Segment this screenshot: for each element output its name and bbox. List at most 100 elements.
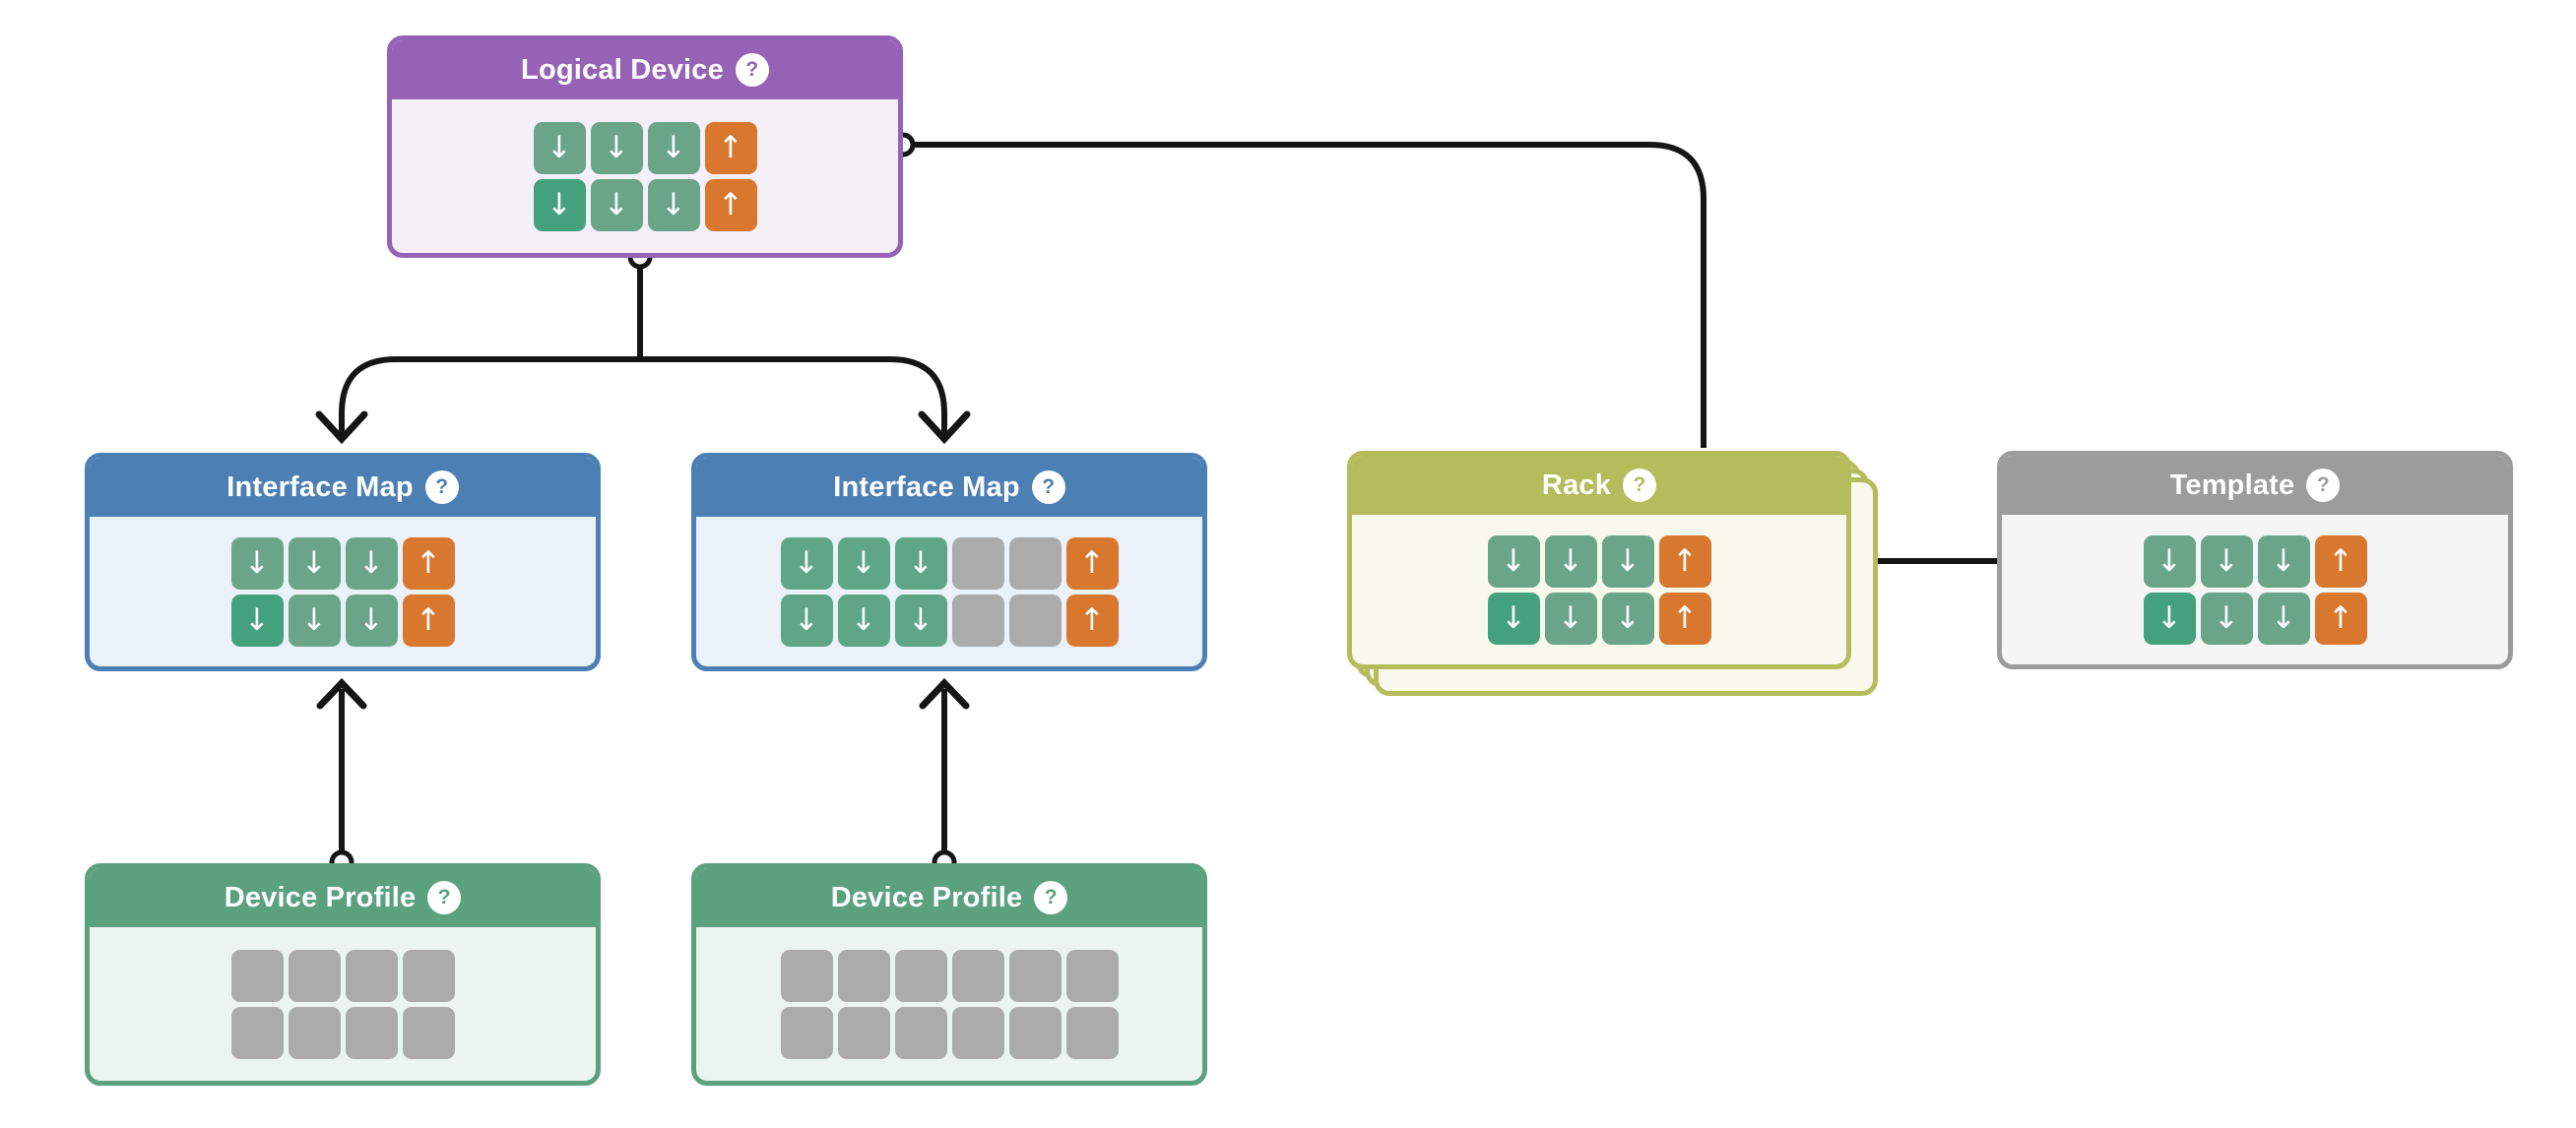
question-mark-glyph: ? — [437, 886, 451, 909]
port-blank-cell — [1008, 1006, 1062, 1059]
node-label: Rack — [1541, 469, 1612, 501]
port-down-cell: ↓ — [647, 121, 700, 174]
port-blank-cell — [894, 949, 947, 1002]
node-card[interactable]: Interface Map ? ↓↓↓↑↓↓↓↑ — [691, 453, 1207, 671]
down-arrow-icon: ↓ — [794, 544, 819, 581]
port-row: ↓↓↓↑ — [2143, 534, 2367, 588]
port-up-cell: ↑ — [1658, 592, 1711, 645]
down-arrow-icon: ↓ — [2157, 599, 2182, 636]
port-row — [230, 1006, 455, 1059]
port-blank-cell — [1065, 1006, 1119, 1059]
down-arrow-icon: ↓ — [244, 601, 270, 638]
up-arrow-icon: ↑ — [1079, 544, 1105, 581]
node-device-profile-2[interactable]: Device Profile ? — [691, 863, 1207, 1086]
question-mark-icon[interactable]: ? — [2306, 469, 2341, 502]
node-header: Template ? — [2002, 456, 2508, 515]
port-down-cell: ↓ — [533, 121, 586, 174]
port-down-cell: ↓ — [230, 536, 284, 590]
up-arrow-icon: ↑ — [2328, 599, 2353, 636]
node-card[interactable]: Logical Device ? ↓↓↓↑↓↓↓↑ — [387, 35, 903, 258]
port-down-cell: ↓ — [837, 594, 890, 647]
question-mark-glyph: ? — [1042, 475, 1056, 498]
port-blank-cell — [1008, 536, 1062, 590]
node-label: Interface Map — [226, 470, 414, 503]
port-down-cell: ↓ — [533, 178, 586, 231]
down-arrow-icon: ↓ — [1501, 599, 1526, 636]
down-arrow-icon: ↓ — [1615, 599, 1641, 636]
port-blank-cell — [951, 1006, 1004, 1059]
down-arrow-icon: ↓ — [661, 129, 686, 165]
port-up-cell: ↑ — [2314, 592, 2367, 645]
question-mark-icon[interactable]: ? — [1031, 470, 1065, 504]
node-card[interactable]: Rack ? ↓↓↓↑↓↓↓↑ — [1347, 451, 1851, 669]
port-row: ↓↓↓↑ — [533, 121, 757, 174]
node-body — [696, 927, 1202, 1081]
port-up-cell: ↑ — [1658, 534, 1711, 588]
port-up-cell: ↑ — [704, 121, 757, 174]
question-mark-glyph: ? — [1633, 473, 1646, 496]
question-mark-icon[interactable]: ? — [1034, 881, 1068, 914]
connector-device-profile-2-to-interface-map-2 — [919, 677, 970, 875]
port-blank-cell — [894, 1006, 947, 1059]
port-down-cell: ↓ — [2200, 592, 2253, 645]
node-card[interactable]: Template ? ↓↓↓↑↓↓↓↑ — [1997, 451, 2513, 669]
question-mark-icon[interactable]: ? — [427, 881, 462, 914]
node-body: ↓↓↓↑↓↓↓↑ — [2002, 515, 2508, 664]
node-card[interactable]: Device Profile ? — [691, 863, 1207, 1086]
node-logical-device[interactable]: Logical Device ? ↓↓↓↑↓↓↓↑ — [387, 35, 903, 258]
connector-device-profile-1-to-interface-map-1 — [316, 677, 367, 875]
node-card[interactable]: Device Profile ? — [85, 863, 601, 1086]
down-arrow-icon: ↓ — [358, 544, 384, 581]
port-down-cell: ↓ — [345, 536, 398, 590]
question-mark-glyph: ? — [745, 58, 759, 81]
arrowhead-icon — [316, 677, 367, 710]
node-card[interactable]: Interface Map ? ↓↓↓↑↓↓↓↑ — [85, 453, 601, 671]
down-arrow-icon: ↓ — [794, 601, 819, 638]
port-blank-cell — [345, 1006, 398, 1059]
question-mark-icon[interactable]: ? — [735, 53, 769, 87]
down-arrow-icon: ↓ — [2214, 599, 2239, 636]
port-row: ↓↓↓↑ — [2143, 592, 2367, 645]
port-down-cell: ↓ — [1487, 534, 1540, 588]
down-arrow-icon: ↓ — [244, 544, 270, 581]
node-body: ↓↓↓↑↓↓↓↑ — [1352, 515, 1846, 664]
node-template[interactable]: Template ? ↓↓↓↑↓↓↓↑ — [1997, 451, 2513, 669]
port-row: ↓ ↓ ↓ ↑ — [780, 536, 1119, 590]
node-body: ↓↓↓↑↓↓↓↑ — [392, 99, 898, 253]
question-mark-icon[interactable]: ? — [1623, 469, 1657, 502]
port-up-cell: ↑ — [402, 536, 455, 590]
port-blank-cell — [1008, 949, 1062, 1002]
node-interface-map-2[interactable]: Interface Map ? ↓↓↓↑↓↓↓↑ — [691, 453, 1207, 671]
arrowhead-icon — [315, 410, 368, 445]
port-down-cell: ↓ — [230, 594, 284, 647]
connector-logical-device-to-rack — [890, 132, 1707, 448]
down-arrow-icon: ↓ — [908, 544, 934, 581]
port-blank-cell — [402, 1006, 455, 1059]
port-row: ↓ ↓ ↓ ↑ — [230, 536, 455, 590]
port-down-cell: ↓ — [288, 594, 341, 647]
node-device-profile-1[interactable]: Device Profile ? — [85, 863, 601, 1086]
down-arrow-icon: ↓ — [1501, 542, 1526, 579]
node-rack[interactable]: Rack ? ↓↓↓↑↓↓↓↑ — [1347, 451, 1878, 696]
port-down-cell: ↓ — [345, 594, 398, 647]
down-arrow-icon: ↓ — [851, 544, 876, 581]
port-down-cell: ↓ — [894, 536, 947, 590]
port-blank-cell — [288, 949, 341, 1002]
port-blank-cell — [230, 1006, 284, 1059]
arrowhead-icon — [919, 677, 970, 710]
question-mark-icon[interactable]: ? — [424, 470, 459, 504]
down-arrow-icon: ↓ — [661, 186, 686, 222]
port-up-cell: ↑ — [704, 178, 757, 231]
port-down-cell: ↓ — [837, 536, 890, 590]
port-blank-cell — [951, 536, 1004, 590]
node-interface-map-1[interactable]: Interface Map ? ↓↓↓↑↓↓↓↑ — [85, 453, 601, 671]
down-arrow-icon: ↓ — [547, 186, 572, 222]
down-arrow-icon: ↓ — [2157, 542, 2182, 579]
node-header: Interface Map ? — [90, 458, 596, 517]
down-arrow-icon: ↓ — [301, 544, 327, 581]
port-down-cell: ↓ — [1601, 592, 1654, 645]
question-mark-glyph: ? — [2316, 473, 2330, 496]
port-down-cell: ↓ — [2257, 534, 2310, 588]
port-blank-cell — [780, 1006, 833, 1059]
port-down-cell: ↓ — [780, 594, 833, 647]
